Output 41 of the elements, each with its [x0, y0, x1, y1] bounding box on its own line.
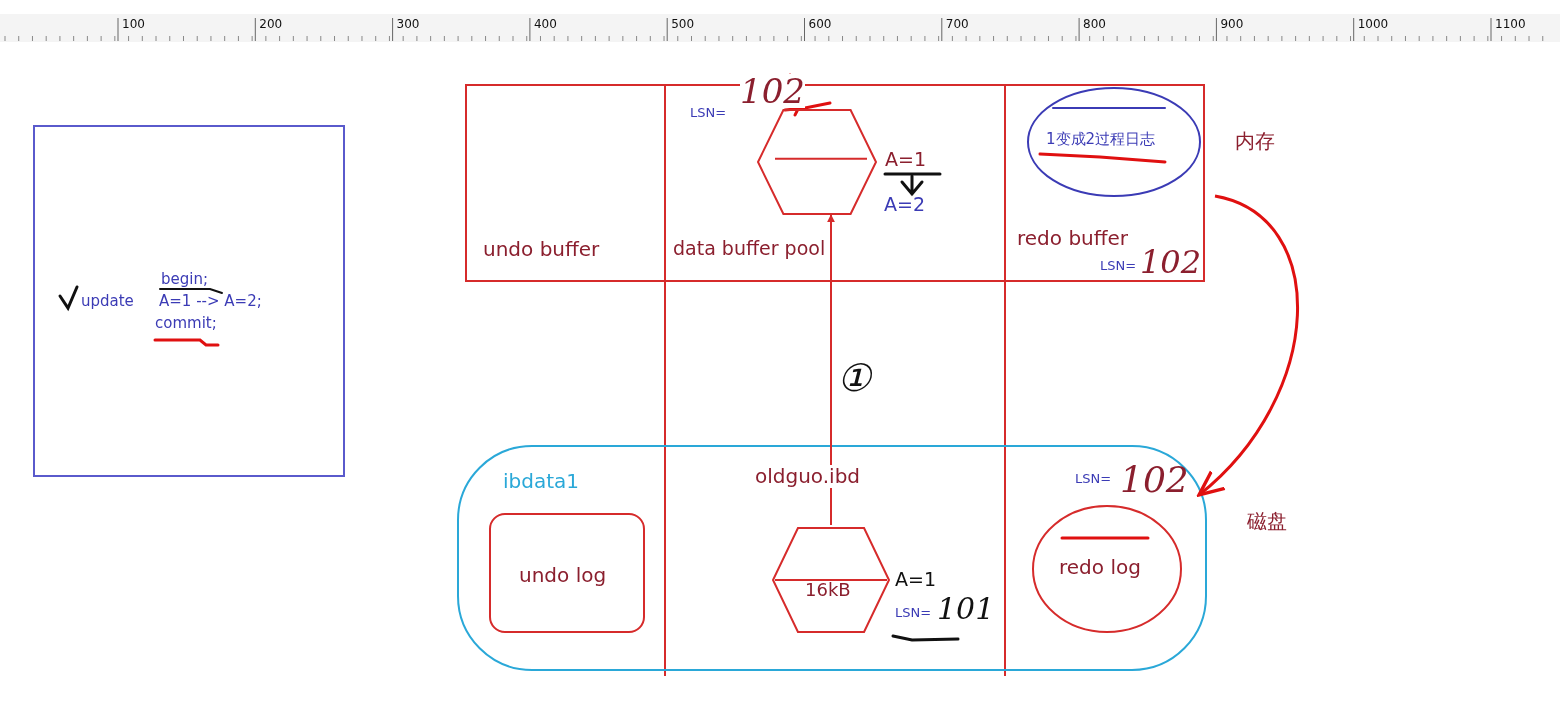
ruler-number: 800 [1083, 18, 1106, 32]
node-label: undo log [519, 564, 607, 587]
edge-label: ① [837, 359, 871, 397]
side-label: A=1 [885, 149, 926, 171]
side-label: 内存 [1235, 130, 1275, 153]
undo-log-box [489, 513, 645, 633]
ruler-number: 1000 [1357, 18, 1389, 32]
ruler-number: 1100 [1495, 18, 1526, 32]
side-label: LSN= [1100, 259, 1137, 274]
side-label: LSN= [690, 106, 727, 121]
handwritten-number: 101 [937, 594, 995, 624]
ruler-number: 100 [122, 18, 145, 32]
file-label: oldguo.ibd [755, 465, 861, 488]
node-label: commit; [155, 315, 217, 333]
node-label: undo buffer [483, 238, 600, 261]
ruler-number: 700 [945, 18, 969, 32]
node-label: update [81, 293, 134, 311]
ruler-number: 900 [1220, 18, 1244, 32]
node-label: begin; [161, 271, 208, 289]
ruler-number: 400 [533, 18, 557, 32]
node-label: A=1 --> A=2; [159, 293, 262, 311]
handwritten-number: 102 [1120, 462, 1189, 498]
node-label: 16kB [805, 580, 851, 601]
node-label: data buffer pool [673, 238, 826, 260]
ruler-number: 300 [396, 18, 420, 32]
node-label: 1变成2过程日志 [1046, 131, 1156, 149]
node-label: redo log [1059, 556, 1141, 579]
node-label: redo buffer [1017, 227, 1129, 250]
file-label: ibdata1 [503, 470, 580, 493]
log-ellipse [1027, 87, 1201, 197]
side-label: A=1 [895, 569, 936, 591]
side-label: A=2 [884, 194, 925, 216]
ruler-number: 600 [808, 18, 832, 32]
ruler-number: 200 [259, 18, 283, 32]
handwritten-number: 102 [740, 74, 805, 108]
handwritten-number: 102 [1140, 246, 1202, 278]
side-label: LSN= [895, 606, 932, 621]
side-label: LSN= [1075, 472, 1112, 487]
transaction-box [33, 125, 345, 477]
side-label: 磁盘 [1247, 510, 1287, 533]
ruler-number: 500 [671, 18, 695, 32]
